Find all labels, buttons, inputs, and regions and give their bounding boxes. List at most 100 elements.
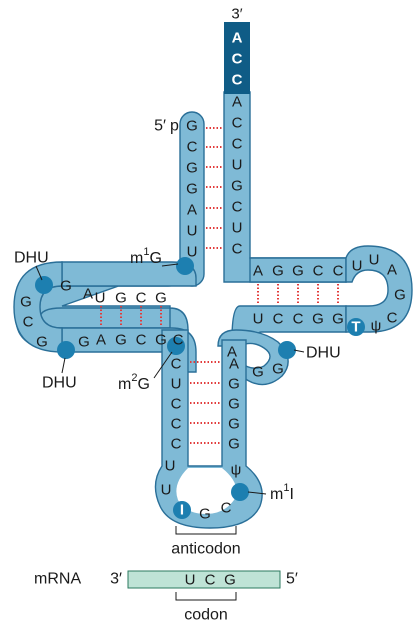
d-arm-bottom-base: G bbox=[115, 332, 127, 349]
t-loop-base: ψ bbox=[371, 318, 382, 335]
anticodon-label: anticodon bbox=[171, 541, 240, 558]
d-loop-base: G bbox=[36, 334, 48, 351]
t-loop-base: U bbox=[352, 258, 363, 275]
acceptor-tail-base: C bbox=[232, 72, 243, 89]
anticodon-left-base: U bbox=[171, 376, 182, 393]
anticodon-stem-bonds bbox=[190, 361, 220, 444]
m2g-dot bbox=[167, 337, 185, 355]
m1g-label: m1G bbox=[130, 246, 162, 267]
d-loop-base: G bbox=[78, 334, 90, 351]
t-arm-top-base: G bbox=[292, 263, 304, 280]
codon-bracket bbox=[175, 592, 237, 601]
t-arm-top-base: A bbox=[253, 263, 263, 280]
acceptor-bonds bbox=[206, 127, 222, 249]
t-loop-base: A bbox=[387, 262, 397, 279]
d-arm-top-base: G bbox=[115, 290, 127, 307]
variable-loop-base: A bbox=[227, 344, 237, 361]
mrna-label: mRNA bbox=[34, 571, 81, 588]
codon-base: G bbox=[224, 572, 236, 589]
dhu-dot-top bbox=[35, 276, 53, 294]
acceptor-strand3-base: U bbox=[232, 157, 243, 174]
d-loop-base: G bbox=[60, 278, 72, 295]
anticodon-bracket bbox=[175, 526, 237, 535]
m1g-label-base: m bbox=[130, 250, 143, 267]
mrna-end5: 5′ bbox=[286, 571, 298, 588]
anticodon-left-base: C bbox=[171, 416, 182, 433]
d-arm-top-band bbox=[61, 261, 197, 287]
t-arm-bonds bbox=[257, 284, 339, 304]
m1g-label-letter: G bbox=[149, 250, 161, 267]
acceptor-strand3-base: U bbox=[232, 220, 243, 237]
leader-dhu-bottom bbox=[61, 357, 66, 374]
acceptor-strand5-base: G bbox=[186, 160, 198, 177]
anticodon-base: I bbox=[180, 502, 184, 519]
acceptor-end5-label: 5′ bbox=[154, 118, 166, 135]
d-arm-bottom-base: G bbox=[155, 332, 167, 349]
d-arm-top-base: A bbox=[83, 286, 93, 303]
acceptor-strand5-base: G bbox=[186, 118, 198, 135]
anticodon-right-base: ψ bbox=[231, 462, 242, 479]
d-arm-bottom-base: A bbox=[96, 332, 106, 349]
acceptor-strand5-base: U bbox=[187, 244, 198, 261]
d-arm-bottom-base: C bbox=[173, 332, 184, 349]
m1i-label: m1I bbox=[270, 482, 294, 503]
acceptor-strand5-base: G bbox=[186, 181, 198, 198]
codon-base: U bbox=[185, 572, 196, 589]
leader-m2g bbox=[153, 351, 173, 379]
acceptor-strand3-base: A bbox=[232, 94, 242, 111]
acceptor-stem bbox=[179, 22, 347, 287]
anticodon-right-base: G bbox=[228, 416, 240, 433]
acceptor-strand3-base: C bbox=[232, 199, 243, 216]
leader-dhu-right bbox=[293, 349, 305, 353]
leader-m1g bbox=[161, 263, 179, 267]
t-loop-base: G bbox=[394, 287, 406, 304]
d-arm-top-base: C bbox=[136, 290, 147, 307]
dhu-label-right: DHU bbox=[306, 345, 341, 362]
anticodon-left-base: C bbox=[171, 356, 182, 373]
t-loop-base: T bbox=[351, 319, 360, 336]
m1g-dot bbox=[176, 257, 194, 275]
dhu-label-bottom: DHU bbox=[42, 375, 77, 392]
mrna-strand bbox=[127, 570, 281, 589]
anticodon-left-base: U bbox=[161, 482, 172, 499]
t-arm-bottom-base: C bbox=[273, 311, 284, 328]
t-arm-top-base: C bbox=[313, 263, 324, 280]
leader-dhu-top bbox=[35, 265, 43, 281]
m1i-label-letter: I bbox=[289, 486, 293, 503]
mrna-end3: 3′ bbox=[110, 571, 122, 588]
m2g-label-base: m bbox=[118, 376, 131, 393]
acceptor-strand5-base: A bbox=[187, 202, 197, 219]
m2g-label: m2G bbox=[118, 372, 150, 393]
m2g-label-letter: G bbox=[137, 376, 149, 393]
d-arm-top-base: G bbox=[155, 290, 167, 307]
dhu-label-top: DHU bbox=[14, 250, 49, 267]
acceptor-strand3-base: C bbox=[232, 241, 243, 258]
m1i-label-sup: 1 bbox=[283, 482, 289, 494]
acceptor-strand5-base: U bbox=[187, 223, 198, 240]
t-loop-shape bbox=[345, 245, 413, 333]
t-arm-bottom-base: G bbox=[332, 311, 344, 328]
anticodon-right-base: A bbox=[229, 356, 239, 373]
d-loop-base: G bbox=[20, 294, 32, 311]
m2g-label-sup: 2 bbox=[131, 372, 137, 384]
anticodon-left-base: C bbox=[171, 436, 182, 453]
t-arm-bottom-base: U bbox=[253, 311, 264, 328]
t-arm-bottom-base: G bbox=[312, 311, 324, 328]
codon-base: C bbox=[205, 572, 216, 589]
dhu-dot-right bbox=[278, 341, 296, 359]
t-arm-bottom-base: C bbox=[293, 311, 304, 328]
phosphate-label: p bbox=[170, 118, 179, 135]
variable-loop-base: G bbox=[252, 364, 264, 381]
m1i-label-base: m bbox=[270, 486, 283, 503]
anticodon-base: G bbox=[199, 506, 211, 523]
variable-loop-base: G bbox=[272, 361, 284, 378]
t-loop-base: U bbox=[369, 252, 380, 269]
acceptor-tail-base: C bbox=[232, 51, 243, 68]
leader-m1i bbox=[247, 491, 267, 495]
acceptor-end3-label: 3′ bbox=[231, 6, 242, 23]
codon-label: codon bbox=[184, 607, 228, 624]
acceptor-strand3-base: C bbox=[232, 136, 243, 153]
inosine-dot bbox=[173, 501, 191, 519]
anticodon-loop-hole bbox=[176, 468, 237, 514]
t-arm-top-base: G bbox=[272, 263, 284, 280]
